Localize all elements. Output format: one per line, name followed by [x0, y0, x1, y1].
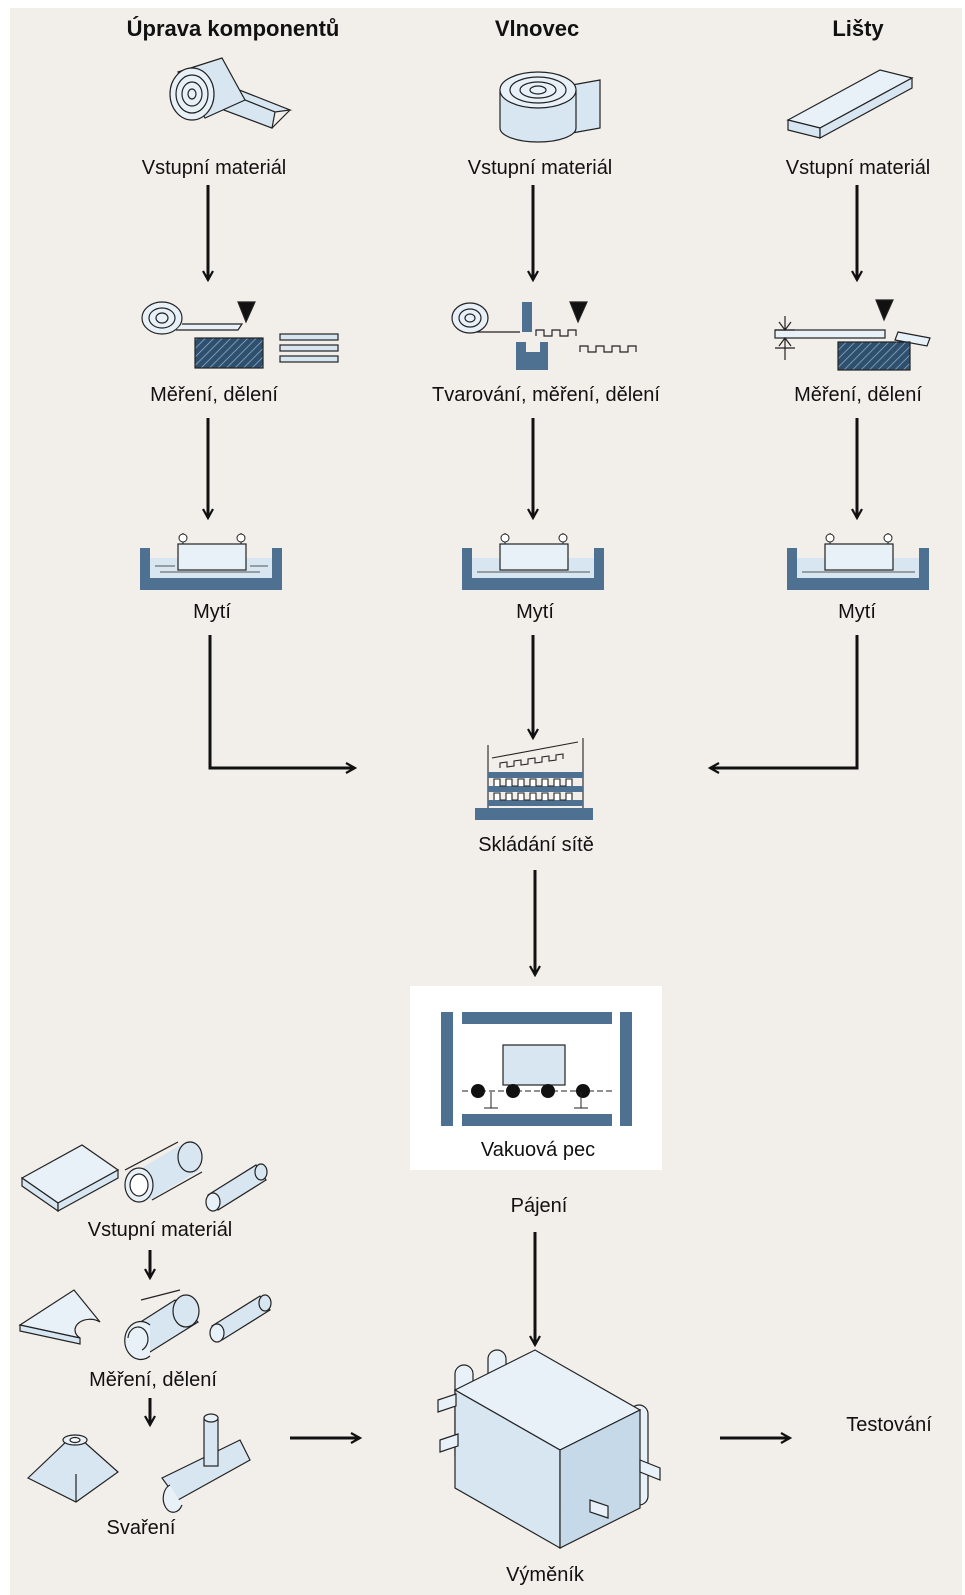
stack-icon — [475, 738, 593, 820]
exchanger-label: Výměník — [506, 1564, 584, 1586]
heat-exchanger-icon — [437, 1349, 661, 1550]
weld-label: Svaření — [106, 1517, 176, 1539]
strips-input-label: Vstupní materiál — [785, 157, 931, 179]
cone-icon — [26, 1434, 119, 1503]
rod-icon — [209, 1294, 272, 1343]
tube-icon — [124, 1141, 203, 1203]
furnace-label: Vakuová pec — [480, 1139, 596, 1161]
bellows-form-label: Tvarování, měření, dělení — [432, 384, 660, 406]
washing-tank-icon — [787, 533, 929, 590]
components-wash-label: Mytí — [193, 601, 231, 623]
testing-label: Testování — [846, 1414, 932, 1436]
strips-cut-label: Měření, dělení — [794, 384, 922, 406]
components-cut-label: Měření, dělení — [150, 384, 278, 406]
brazing-label: Pájení — [510, 1195, 568, 1217]
bar-cutting-icon — [774, 299, 931, 371]
background-panel — [10, 8, 962, 1595]
split-tube-icon — [124, 1289, 200, 1361]
washing-tank-icon — [462, 533, 604, 590]
vacuum-furnace-icon — [441, 1012, 632, 1126]
washing-tank-icon — [140, 533, 282, 590]
assembly-label: Skládání sítě — [478, 834, 594, 856]
coil-icon — [169, 57, 293, 129]
lower-input-label: Vstupní materiál — [87, 1219, 233, 1241]
components-input-label: Vstupní materiál — [141, 157, 287, 179]
column-title-components: Úprava komponentů — [126, 16, 340, 41]
cut-plate-icon — [18, 1289, 101, 1345]
forming-icon — [451, 301, 637, 370]
column-title-bellows: Vlnovec — [494, 16, 580, 41]
rod-icon — [205, 1163, 268, 1212]
bellows-input-label: Vstupní materiál — [467, 157, 613, 179]
strips-wash-label: Mytí — [838, 601, 876, 623]
cutting-icon — [141, 301, 339, 369]
welded-nozzle-icon — [161, 1413, 251, 1513]
wide-coil-icon — [499, 71, 601, 143]
column-title-strips: Lišty — [832, 16, 884, 41]
lower-cut-label: Měření, dělení — [89, 1369, 217, 1391]
bar-icon — [786, 69, 914, 140]
bellows-wash-label: Mytí — [516, 601, 554, 623]
plate-icon — [20, 1144, 120, 1213]
